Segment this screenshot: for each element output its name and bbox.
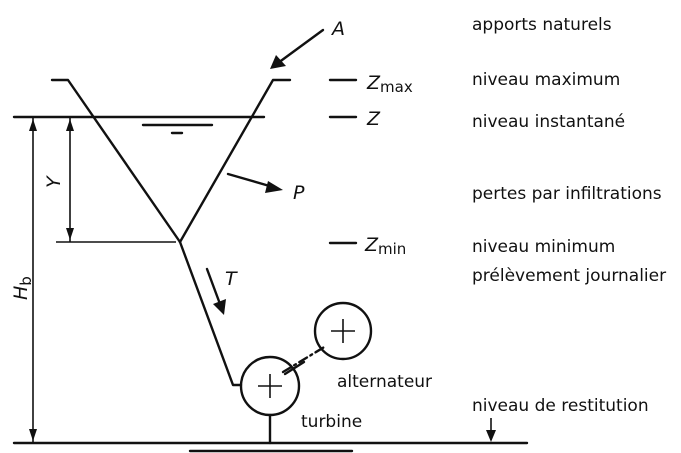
symbol-z: Z: [366, 108, 381, 130]
label-pertes-infiltrations: pertes par infiltrations: [472, 184, 662, 204]
y-arrow-top: [66, 119, 74, 131]
label-niveau-minimum: niveau minimum: [472, 237, 615, 257]
withdrawal-arrow-head: [213, 299, 226, 315]
symbol-t: T: [225, 268, 238, 290]
loss-arrow-head: [265, 181, 283, 193]
hb-arrow-bottom: [29, 429, 37, 441]
restitution-arrow-head: [486, 430, 496, 442]
inflow-arrow-head: [270, 55, 286, 69]
symbol-a: A: [330, 18, 345, 40]
symbol-zmax: Zmax: [366, 72, 413, 96]
label-niveau-maximum: niveau maximum: [472, 70, 620, 90]
label-niveau-restitution: niveau de restitution: [472, 396, 649, 416]
penstock: [178, 240, 243, 387]
coupling-line: [281, 344, 328, 374]
coupling-arrow-line: [283, 360, 306, 376]
symbol-zmin: Zmin: [364, 234, 406, 258]
symbol-y: Y: [43, 175, 65, 188]
withdrawal-arrow-line: [205, 267, 222, 306]
label-apports-naturels: apports naturels: [472, 15, 612, 35]
label-turbine: turbine: [301, 412, 362, 432]
label-niveau-instantane: niveau instantané: [472, 112, 625, 132]
inflow-arrow-line: [276, 28, 325, 65]
label-prelevement-journalier: prélèvement journalier: [472, 266, 666, 286]
loss-arrow-line: [226, 172, 275, 189]
symbol-hb: Hb: [10, 276, 35, 300]
reservoir-right-wall: [178, 78, 292, 244]
reservoir-left-wall: [50, 78, 182, 244]
symbol-p: P: [293, 182, 305, 204]
hb-arrow-top: [29, 119, 37, 131]
alternator-circle: [313, 301, 373, 361]
y-arrow-bottom: [66, 228, 74, 240]
label-alternateur: alternateur: [337, 372, 432, 392]
